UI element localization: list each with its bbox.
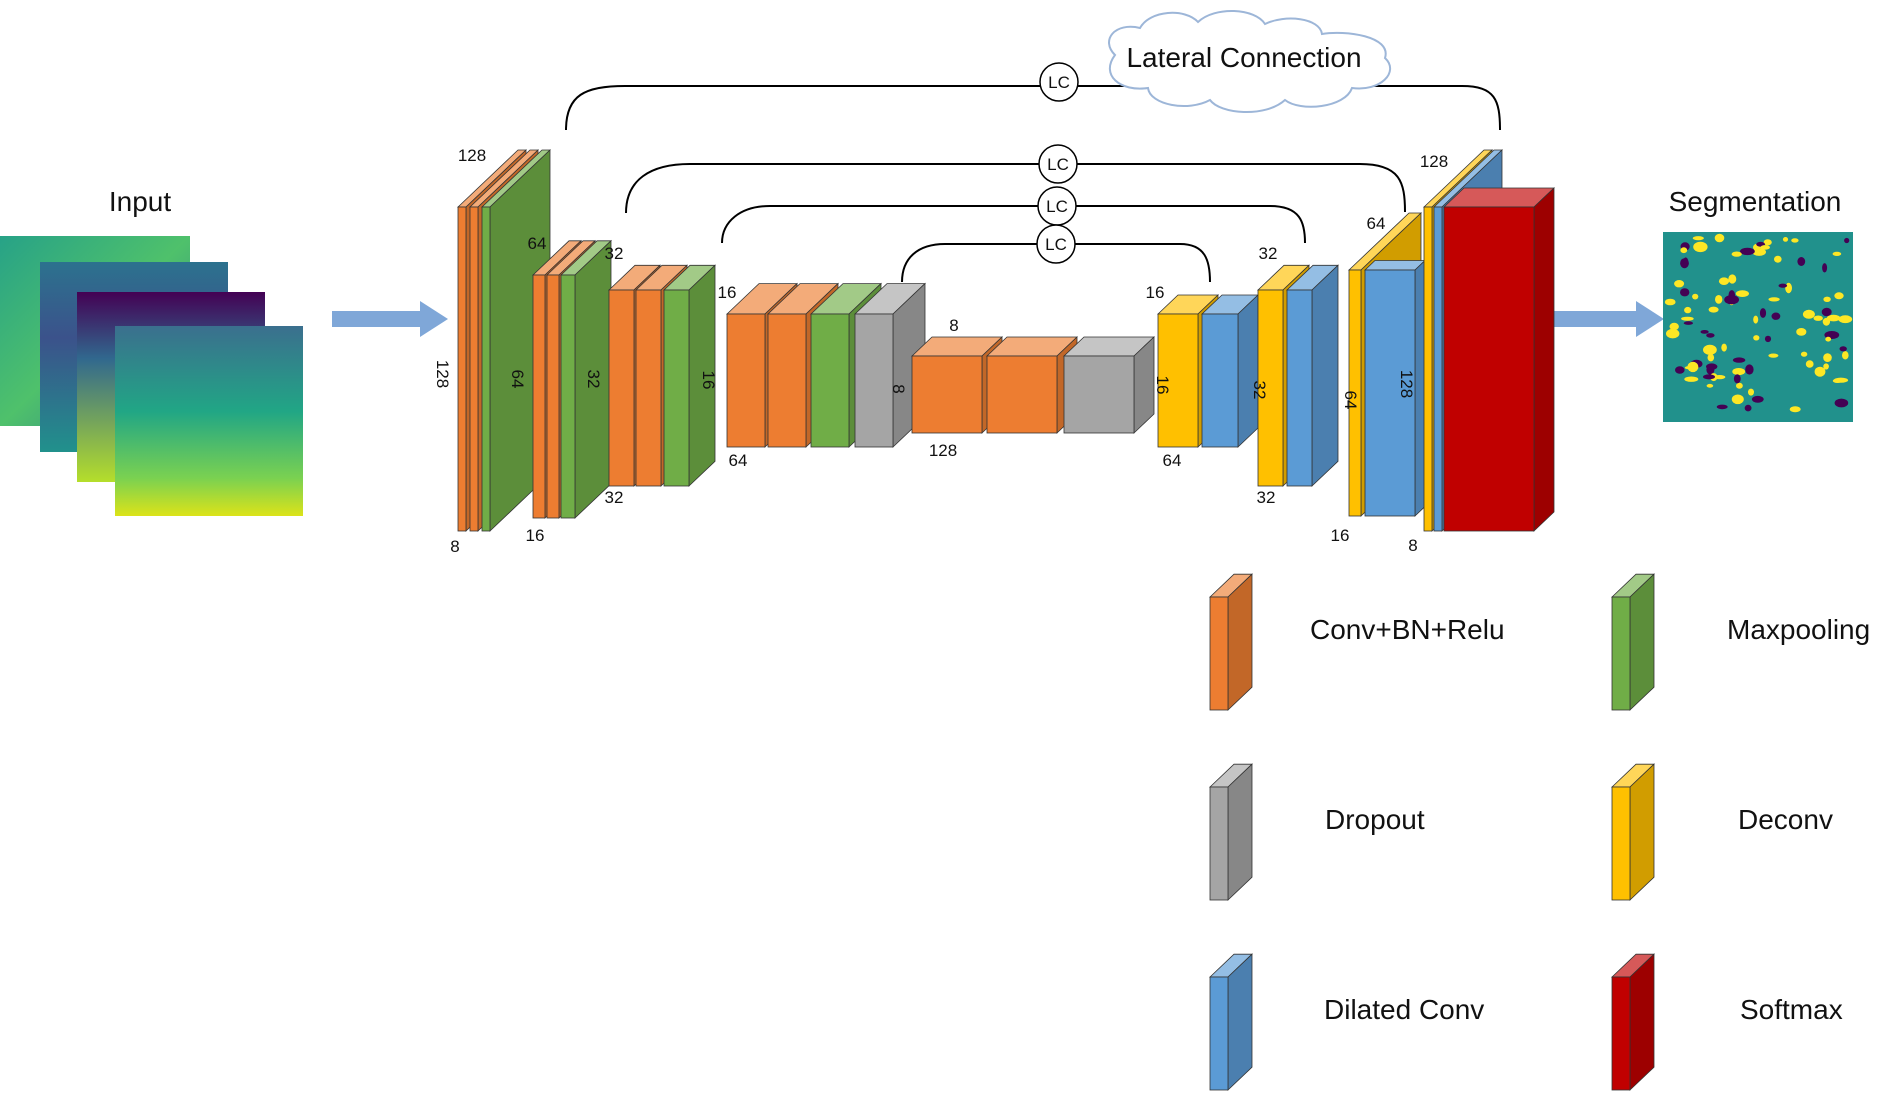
cloud-label: Lateral Connection — [1126, 42, 1361, 73]
lateral-connections — [565, 85, 1501, 283]
lc-node-4: LC — [1036, 224, 1076, 264]
dim-e3-top: 32 — [605, 244, 624, 263]
legend-swatch-maxpooling — [1610, 573, 1656, 711]
legend-label-softmax: Softmax — [1740, 994, 1843, 1025]
dim-d3-side: 32 — [1250, 381, 1269, 400]
dim-d3-top: 32 — [1259, 244, 1278, 263]
svg-text:LC: LC — [1045, 235, 1067, 254]
dec2-dilated — [1363, 259, 1427, 517]
dim-e3-bot: 32 — [605, 488, 624, 507]
legend-swatch-dropout — [1208, 763, 1254, 901]
legend-label-dilated-conv: Dilated Conv — [1324, 994, 1484, 1025]
enc2-maxpool — [559, 239, 613, 519]
legend-swatch-deconv — [1610, 763, 1656, 901]
input-image-4 — [115, 326, 303, 516]
lc-node-3: LC — [1037, 186, 1077, 226]
lateral-connection-cloud: Lateral Connection — [1108, 10, 1392, 113]
legend-swatch-dilated-conv — [1208, 953, 1254, 1091]
legend-label-conv: Conv+BN+Relu — [1310, 614, 1505, 645]
dim-d2-top: 64 — [1367, 214, 1386, 233]
lateral-connection-4 — [901, 243, 1211, 283]
lc-node-2: LC — [1038, 144, 1078, 184]
svg-text:LC: LC — [1047, 155, 1069, 174]
dim-e3-side: 32 — [584, 370, 603, 389]
lc-node-1: LC — [1039, 62, 1079, 102]
enc3-maxpool — [662, 264, 717, 487]
legend-swatch-softmax — [1610, 953, 1656, 1091]
dim-e1-side: 128 — [433, 360, 452, 388]
legend: Conv+BN+Relu Maxpooling Dropout Deconv D… — [1208, 573, 1870, 1091]
legend-label-dropout: Dropout — [1325, 804, 1425, 835]
svg-text:LC: LC — [1046, 197, 1068, 216]
legend-swatch-conv — [1208, 573, 1254, 711]
output-label: Segmentation — [1669, 186, 1842, 217]
dim-d2-side: 64 — [1341, 391, 1360, 410]
dim-b-top: 8 — [949, 316, 958, 335]
output-arrow — [1548, 301, 1664, 337]
dim-e2-bot: 16 — [526, 526, 545, 545]
dim-e4-side: 16 — [699, 371, 718, 390]
dim-d2-bot: 16 — [1331, 526, 1350, 545]
dim-e1-top: 128 — [458, 146, 486, 165]
svg-text:LC: LC — [1048, 73, 1070, 92]
dim-e4-bot: 64 — [729, 451, 748, 470]
bottleneck-dropout — [1062, 336, 1156, 434]
bottleneck-conv-b — [985, 336, 1079, 434]
lateral-connection-3 — [721, 205, 1306, 244]
lateral-connection-1 — [565, 85, 1501, 131]
dim-d1-bot: 8 — [1408, 536, 1417, 555]
legend-label-maxpooling: Maxpooling — [1727, 614, 1870, 645]
dim-d4-side: 16 — [1153, 376, 1172, 395]
dim-e4-top: 16 — [718, 283, 737, 302]
dim-d3-bot: 32 — [1257, 488, 1276, 507]
legend-label-deconv: Deconv — [1738, 804, 1833, 835]
input-label: Input — [109, 186, 171, 217]
network-blocks — [456, 149, 1556, 532]
dim-d4-bot: 64 — [1163, 451, 1182, 470]
lateral-connection-2 — [625, 163, 1406, 214]
dim-d4-top: 16 — [1146, 283, 1165, 302]
input-arrow — [332, 301, 448, 337]
dim-e2-side: 64 — [508, 370, 527, 389]
dimension-labels: 128 128 8 64 64 16 32 32 32 16 16 64 8 8… — [433, 146, 1448, 556]
dim-d1-top: 128 — [1420, 152, 1448, 171]
dec3-dilated — [1285, 264, 1340, 487]
dec4-dilated — [1200, 294, 1260, 448]
dec1-softmax — [1442, 187, 1556, 532]
dim-e5-side: 8 — [889, 384, 908, 393]
dim-e2-top: 64 — [528, 234, 547, 253]
dim-b-bot: 128 — [929, 441, 957, 460]
dim-d1-side: 128 — [1397, 370, 1416, 398]
segmentation-map — [1663, 232, 1853, 422]
dim-e1-bot: 8 — [450, 537, 459, 556]
